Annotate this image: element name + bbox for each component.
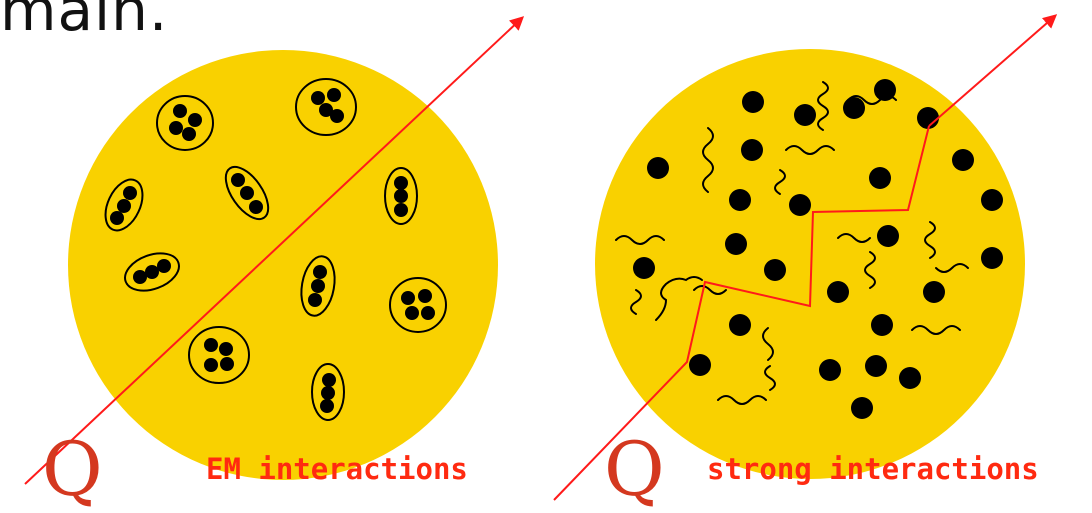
strong-caption: strong interactions <box>707 452 1039 486</box>
em-q-label: Q <box>42 433 103 507</box>
em-panel <box>25 18 522 484</box>
strong-q-label: Q <box>604 433 665 507</box>
em-caption: EM interactions <box>206 452 468 486</box>
